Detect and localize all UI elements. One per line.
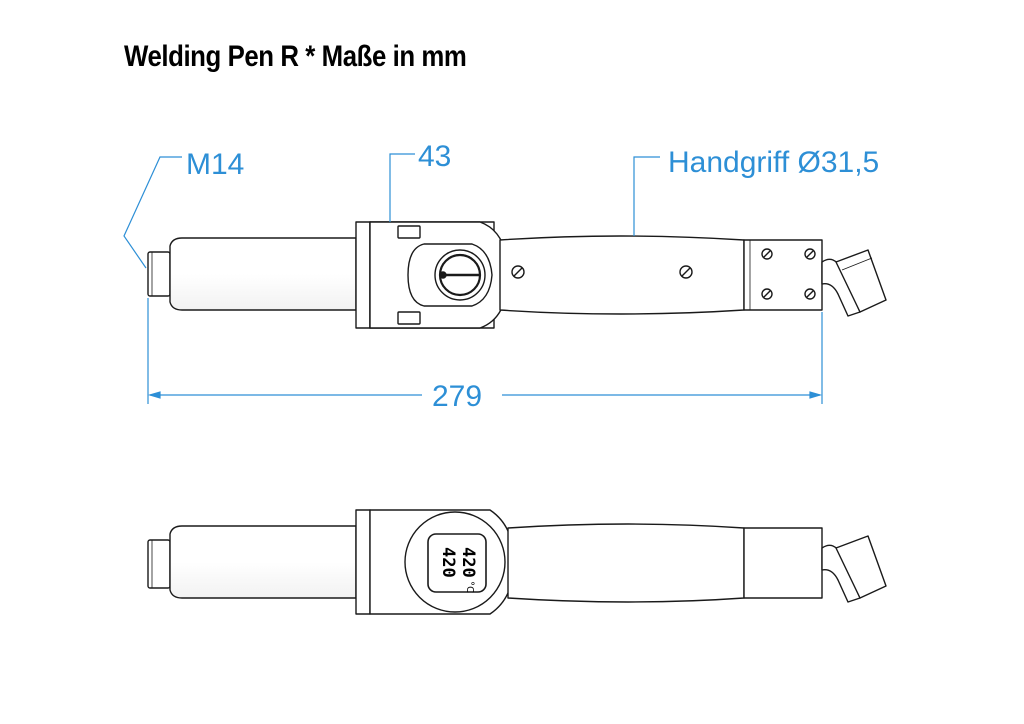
handle-grip	[499, 235, 745, 315]
lcd-reading: 420	[458, 547, 478, 578]
lcd-unit: °C	[464, 581, 475, 593]
front-barrel	[169, 525, 357, 599]
collar	[355, 221, 371, 329]
pen-top-view	[147, 221, 887, 329]
pen-bottom-view	[147, 509, 887, 615]
front-barrel	[169, 237, 357, 311]
rear-sleeve	[743, 527, 823, 599]
handle-leader	[633, 156, 660, 236]
dimension-lines	[123, 153, 823, 404]
lcd-reading-set: 420	[438, 547, 458, 578]
collar	[355, 509, 371, 615]
thread-leader	[123, 156, 182, 269]
cable-strain-relief	[821, 258, 861, 317]
lcd-readout: 420 420 °C	[438, 547, 478, 593]
thread-label: M14	[186, 148, 244, 181]
collar-label: 43	[418, 140, 451, 173]
cable-strain-relief	[821, 544, 861, 603]
total-length-label: 279	[432, 380, 482, 413]
tip-nozzle	[147, 251, 171, 297]
tip-nozzle	[147, 539, 171, 589]
diagram-title: Welding Pen R * Maße in mm	[124, 40, 467, 73]
handle-label: Handgriff Ø31,5	[668, 146, 879, 179]
handle-grip	[507, 523, 745, 603]
collar-leader	[389, 153, 415, 222]
lcd-display	[427, 533, 487, 593]
